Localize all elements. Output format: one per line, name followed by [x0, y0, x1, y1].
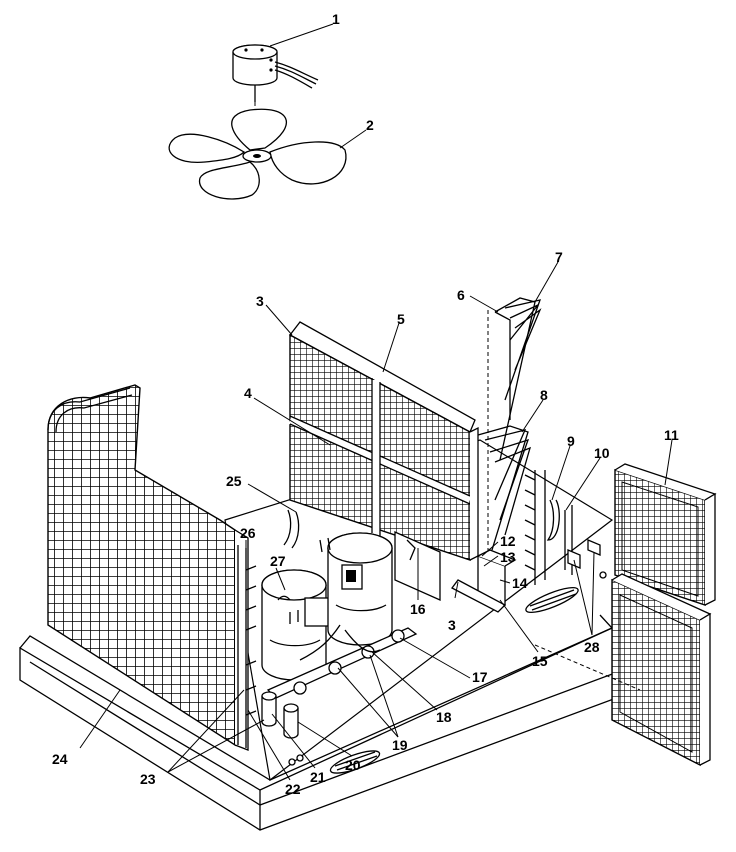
callout-17: 17: [472, 669, 488, 685]
tubing: [524, 470, 573, 585]
callout-20: 20: [345, 757, 361, 773]
callout-13: 13: [500, 549, 516, 565]
callout-2: 2: [366, 117, 374, 133]
coil-hairpins: [477, 297, 542, 555]
leader-lines: [79, 23, 673, 781]
callout-11: 11: [664, 427, 679, 443]
callout-26: 26: [240, 525, 256, 541]
fan-motor: [232, 44, 319, 102]
callout-8: 8: [540, 387, 548, 403]
callout-3-top: 3: [256, 293, 264, 309]
callout-21: 21: [310, 769, 326, 785]
callout-25: 25: [226, 473, 242, 489]
compressor-right: [327, 532, 393, 646]
air-filter-upper: [614, 463, 717, 606]
callout-1: 1: [332, 11, 340, 27]
fan-blade: [168, 102, 347, 200]
compressor-base-rail: [266, 627, 418, 699]
callout-15: 15: [532, 653, 548, 669]
callout-19: 19: [392, 737, 408, 753]
evaporator-coil: [288, 321, 479, 561]
callout-3-bottom: 3: [448, 617, 456, 633]
callout-22: 22: [285, 781, 301, 797]
callout-18: 18: [436, 709, 452, 725]
callout-28: 28: [584, 639, 600, 655]
condenser-header: [237, 545, 257, 748]
callout-7: 7: [555, 249, 563, 265]
compressor-left: [261, 569, 330, 681]
callout-6: 6: [457, 287, 465, 303]
air-filter-lower: [611, 573, 712, 767]
control-bracket: [394, 530, 517, 613]
callout-27: 27: [270, 553, 286, 569]
drier-accumulators: [261, 691, 299, 739]
callout-labels: 1 2 3 3 4 5 6 7 8 9 10 11 12 13 14 15 16…: [52, 11, 679, 797]
callout-9: 9: [567, 433, 575, 449]
callout-16: 16: [410, 601, 426, 617]
callout-4: 4: [244, 385, 252, 401]
filter-brackets: [567, 539, 601, 569]
callout-5: 5: [397, 311, 405, 327]
refrigerant-lines: [283, 509, 381, 661]
callout-23: 23: [140, 771, 156, 787]
callout-10: 10: [594, 445, 610, 461]
callout-12: 12: [500, 533, 516, 549]
callout-24: 24: [52, 751, 68, 767]
callout-14: 14: [512, 575, 528, 591]
